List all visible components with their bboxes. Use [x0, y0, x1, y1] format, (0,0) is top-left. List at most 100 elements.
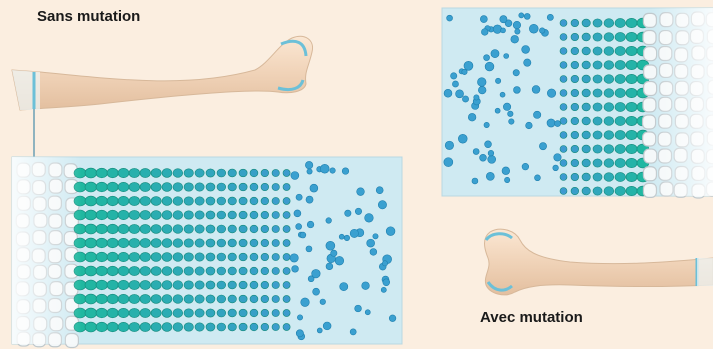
proliferating-cell — [107, 308, 118, 318]
proliferating-cell — [107, 182, 118, 192]
hypertrophic-cell — [291, 171, 299, 179]
proliferating-cell — [582, 159, 590, 167]
proliferating-cell — [283, 197, 290, 204]
proliferating-cell — [217, 281, 226, 289]
proliferating-cell — [239, 295, 247, 303]
proliferating-cell — [615, 116, 625, 125]
proliferating-cell — [107, 294, 118, 304]
proliferating-cell — [162, 253, 172, 262]
hypertrophic-cell — [326, 218, 332, 224]
hypertrophic-cell — [310, 184, 318, 192]
proliferating-cell — [151, 197, 161, 206]
proliferating-cell — [560, 188, 567, 195]
hypertrophic-cell — [378, 201, 386, 209]
proliferating-cell — [118, 294, 129, 303]
proliferating-cell — [206, 169, 215, 177]
proliferating-cell — [140, 308, 150, 317]
hypertrophic-cell — [300, 232, 306, 238]
proliferating-cell — [272, 309, 279, 316]
hypertrophic-cell — [529, 24, 538, 33]
proliferating-cell — [129, 182, 140, 191]
proliferating-cell — [162, 225, 172, 234]
hypertrophic-cell — [365, 310, 370, 315]
proliferating-cell — [283, 225, 290, 232]
hypertrophic-cell — [464, 61, 473, 70]
proliferating-cell — [118, 224, 129, 233]
proliferating-cell — [626, 60, 637, 69]
proliferating-cell — [604, 33, 614, 42]
proliferating-cell — [261, 295, 269, 302]
proliferating-cell — [195, 211, 204, 219]
proliferating-cell — [272, 295, 279, 302]
proliferating-cell — [615, 130, 625, 139]
proliferating-cell — [593, 33, 602, 41]
hypertrophic-cell — [376, 187, 383, 194]
proliferating-cell — [96, 182, 107, 192]
hypertrophic-cell — [296, 330, 303, 337]
hypertrophic-cell — [312, 269, 321, 278]
hypertrophic-cell — [547, 119, 555, 127]
hypertrophic-cell — [344, 235, 349, 240]
proliferating-cell — [206, 267, 215, 275]
proliferating-cell — [582, 89, 590, 97]
proliferating-cell — [250, 323, 258, 331]
proliferating-cell — [195, 239, 204, 247]
proliferating-cell — [593, 103, 602, 111]
hypertrophic-cell — [547, 89, 555, 97]
hypertrophic-cell — [513, 21, 521, 29]
proliferating-cell — [615, 88, 625, 97]
proliferating-cell — [228, 267, 236, 275]
proliferating-cell — [615, 144, 625, 153]
hypertrophic-cell — [488, 150, 494, 156]
hypertrophic-cell — [554, 154, 561, 161]
proliferating-cell — [272, 169, 279, 176]
proliferating-cell — [129, 238, 140, 247]
hypertrophic-cell — [533, 111, 540, 118]
hypertrophic-cell — [307, 169, 312, 174]
hypertrophic-cell — [488, 155, 496, 163]
hypertrophic-cell — [468, 113, 476, 121]
hypertrophic-cell — [447, 15, 453, 21]
hypertrophic-cell — [313, 288, 320, 295]
proliferating-cell — [593, 159, 602, 167]
proliferating-cell — [261, 281, 269, 288]
proliferating-cell — [184, 253, 193, 261]
hypertrophic-cell — [444, 89, 452, 97]
proliferating-cell — [85, 168, 97, 178]
proliferating-cell — [140, 266, 150, 275]
proliferating-cell — [151, 225, 161, 234]
hypertrophic-cell — [495, 108, 500, 113]
hypertrophic-cell — [484, 122, 489, 127]
proliferating-cell — [239, 211, 247, 219]
hypertrophic-cell — [357, 188, 365, 196]
proliferating-cell — [571, 131, 579, 138]
proliferating-cell — [195, 267, 204, 275]
proliferating-cell — [261, 323, 269, 330]
hypertrophic-cell — [367, 239, 375, 247]
hypertrophic-cell — [444, 158, 453, 167]
proliferating-cell — [162, 183, 172, 192]
hypertrophic-cell — [500, 16, 507, 23]
proliferating-cell — [615, 186, 625, 195]
proliferating-cell — [129, 252, 140, 261]
proliferating-cell — [195, 169, 204, 177]
proliferating-cell — [593, 131, 602, 139]
proliferating-cell — [129, 322, 140, 331]
proliferating-cell — [626, 32, 637, 41]
proliferating-cell — [85, 308, 97, 318]
proliferating-cell — [184, 309, 193, 317]
hypertrophic-cell — [381, 287, 386, 292]
hypertrophic-cell — [306, 246, 312, 252]
proliferating-cell — [615, 46, 625, 55]
proliferating-cell — [184, 225, 193, 233]
bone-normal — [12, 36, 313, 110]
proliferating-cell — [626, 144, 637, 153]
hypertrophic-cell — [508, 111, 513, 116]
proliferating-cell — [129, 224, 140, 233]
proliferating-cell — [250, 281, 258, 289]
proliferating-cell — [206, 281, 215, 289]
proliferating-cell — [582, 33, 590, 41]
proliferating-cell — [162, 211, 172, 220]
proliferating-cell — [173, 197, 183, 206]
